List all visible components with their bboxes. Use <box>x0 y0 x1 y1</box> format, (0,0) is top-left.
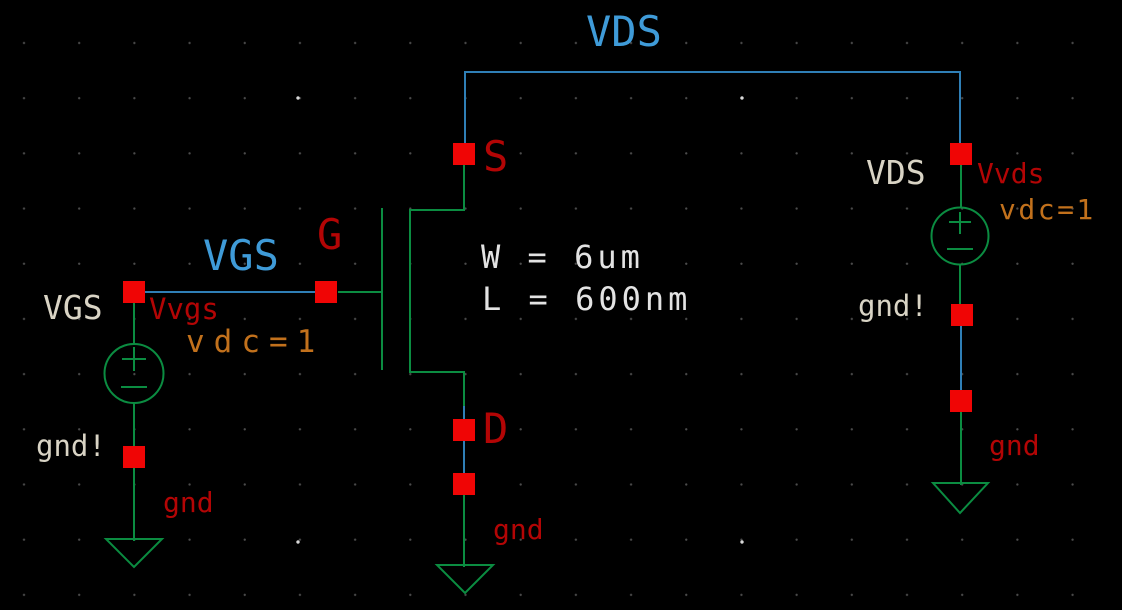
param-label-vvds-vdc[interactable]: vdc=1 <box>999 193 1096 226</box>
net-label-vgs[interactable]: VGS <box>203 231 279 280</box>
gnd-right-triangle-icon[interactable] <box>930 482 991 515</box>
pin-label-vds[interactable]: VDS <box>866 153 926 192</box>
vdc-source-vvds-symbol[interactable] <box>930 165 990 305</box>
gnd-left-triangle-icon[interactable] <box>103 538 165 569</box>
vdc-source-vvgs-symbol[interactable] <box>103 303 165 446</box>
gnd-symbol-left[interactable] <box>103 468 165 569</box>
vvds-plus-icon <box>949 212 971 234</box>
pin-square-gnd-left[interactable] <box>123 446 145 468</box>
nmos-transistor[interactable] <box>338 165 465 406</box>
terminal-label-gate[interactable]: G <box>317 210 343 259</box>
wire-vds-net[interactable] <box>464 71 961 143</box>
net-label-vds[interactable]: VDS <box>586 7 662 56</box>
pin-square-vds[interactable] <box>950 143 972 165</box>
vvds-leads[interactable] <box>959 165 962 305</box>
pin-label-vgs[interactable]: VGS <box>43 288 103 327</box>
nmos-gate-bar[interactable] <box>338 208 383 370</box>
gnd-mid-triangle-icon[interactable] <box>434 564 496 595</box>
net-label-gndbang-right[interactable]: gnd! <box>858 289 928 323</box>
nmos-channel[interactable] <box>409 165 465 406</box>
instance-label-gnd-mid[interactable]: gnd <box>493 513 544 546</box>
vvgs-plus-icon <box>122 347 146 371</box>
net-label-gndbang-left[interactable]: gnd! <box>36 429 106 463</box>
instance-label-vvgs[interactable]: Vvgs <box>149 292 219 326</box>
pin-square-vgs[interactable] <box>123 281 145 303</box>
instance-label-gnd-right[interactable]: gnd <box>989 429 1040 462</box>
gnd-symbol-right[interactable] <box>930 412 991 515</box>
pin-square-gndbang-right[interactable] <box>951 304 973 326</box>
terminal-label-source[interactable]: S <box>483 132 509 181</box>
instance-label-vvds[interactable]: Vvds <box>977 157 1045 190</box>
terminal-label-drain[interactable]: D <box>483 404 509 453</box>
instance-label-gnd-left[interactable]: gnd <box>163 486 214 519</box>
vvds-circle[interactable] <box>930 206 990 266</box>
pin-square-source[interactable] <box>453 143 475 165</box>
param-label-width[interactable]: W = 6um <box>481 238 644 276</box>
param-label-vvgs-vdc[interactable]: vdc=1 <box>186 324 325 360</box>
pin-square-gnd-right[interactable] <box>950 390 972 412</box>
pin-square-gnd-mid[interactable] <box>453 473 475 495</box>
gnd-symbol-mid[interactable] <box>434 495 496 595</box>
pin-square-gate[interactable] <box>315 281 337 303</box>
pin-square-drain[interactable] <box>453 419 475 441</box>
param-label-length[interactable]: L = 600nm <box>482 280 692 318</box>
vvgs-circle[interactable] <box>103 343 165 404</box>
